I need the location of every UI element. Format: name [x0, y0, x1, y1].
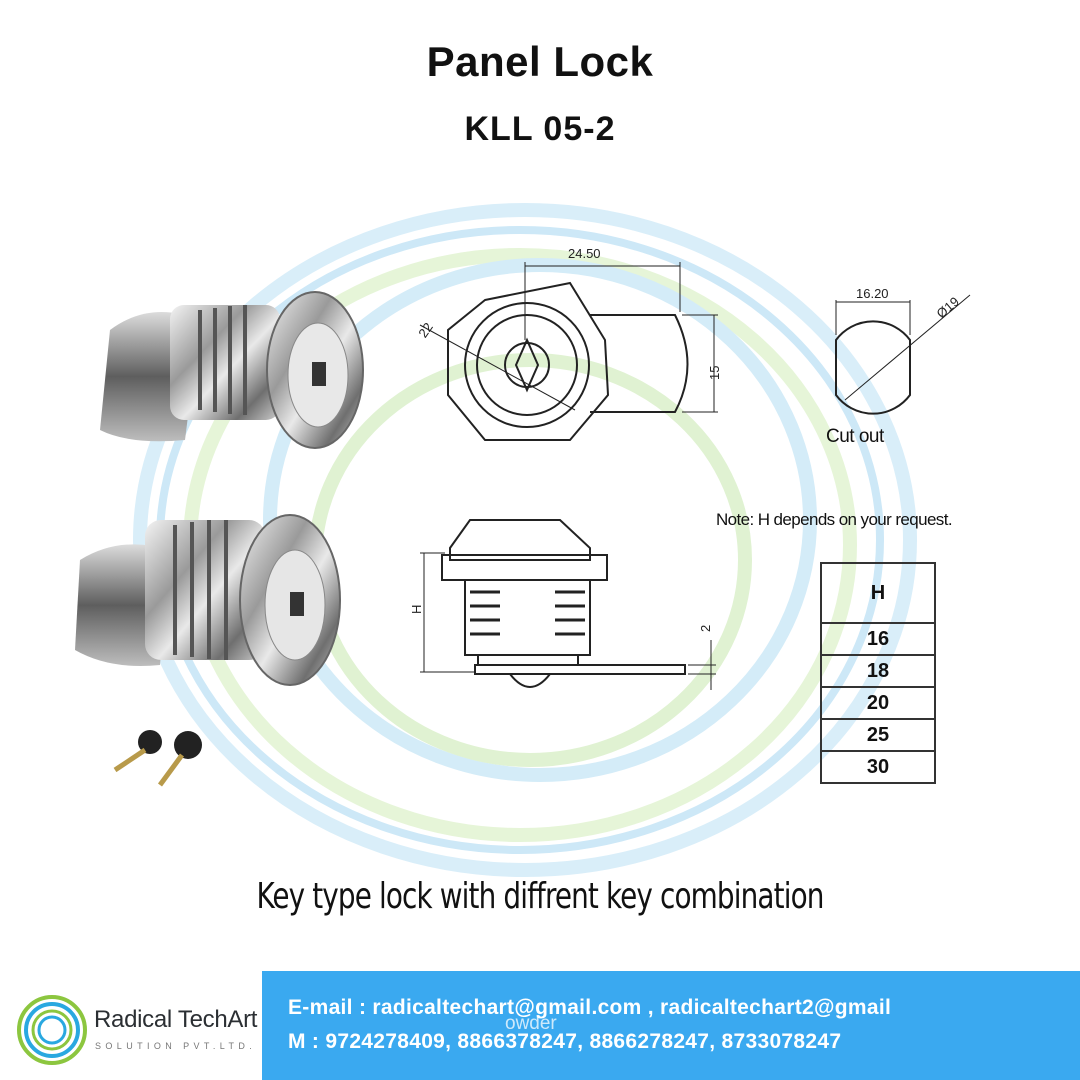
dim-height: 15	[707, 366, 722, 380]
ring-outer	[133, 203, 917, 877]
cutout-label: Cut out	[826, 426, 884, 447]
h-table-cell: 16	[820, 622, 936, 656]
cutout-diameter: Ø19	[934, 294, 962, 321]
h-table-cell: 20	[820, 686, 936, 720]
side-view-drawing	[420, 519, 716, 690]
note-text: Note: H depends on your request.	[716, 510, 953, 529]
cutout-width: 16.20	[856, 286, 889, 301]
brand-logo-icon	[17, 995, 87, 1065]
dim-width: 24.50	[568, 246, 601, 261]
product-caption: Key type lock with diffrent key combinat…	[256, 876, 824, 917]
cutout-drawing	[835, 294, 971, 415]
h-table-cell: 30	[820, 750, 936, 784]
keys-photo	[113, 730, 202, 787]
dim-h: H	[409, 605, 424, 614]
contact-footer	[262, 971, 1080, 1080]
h-size-table: H 16 18 20 25 30	[820, 562, 936, 784]
lock-photo-1	[100, 291, 364, 449]
page-title: Panel Lock	[426, 38, 654, 85]
brand-subtitle: SOLUTION PVT.LTD.	[95, 1041, 257, 1051]
email-contact[interactable]: E-mail : radicaltechart@gmail.com , radi…	[288, 996, 892, 1019]
h-table-cell: 18	[820, 654, 936, 688]
front-view-drawing	[419, 262, 718, 441]
h-table-cell: 25	[820, 718, 936, 752]
brand-name: Radical TechArt	[94, 1006, 258, 1033]
watermark-text: owder	[505, 1013, 557, 1034]
lock-photo-2	[75, 514, 341, 686]
ring-mid	[263, 258, 817, 782]
dim-thickness: 2	[698, 625, 713, 632]
model-number: KLL 05-2	[464, 110, 616, 148]
phone-contact[interactable]: M : 9724278409, 8866378247, 8866278247, …	[288, 1030, 842, 1053]
dim-diameter: 22	[415, 320, 436, 340]
h-table-header: H	[820, 562, 936, 624]
